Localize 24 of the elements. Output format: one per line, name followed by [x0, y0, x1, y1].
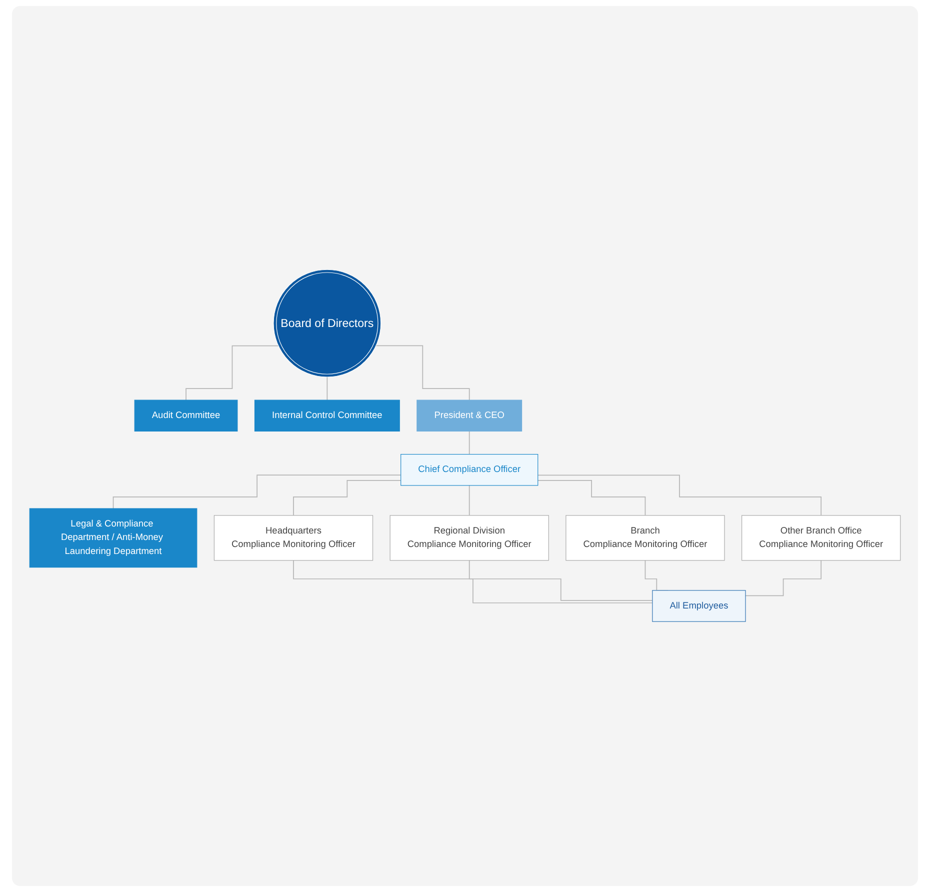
connector [376, 346, 470, 401]
connector [468, 560, 653, 602]
connector [112, 475, 402, 510]
connector [326, 376, 328, 401]
node-box [742, 516, 901, 562]
node-box [134, 400, 238, 432]
connector [468, 485, 470, 516]
node-circle [273, 270, 382, 378]
connector [186, 346, 279, 401]
node-box [29, 508, 198, 568]
node-box [400, 454, 538, 486]
org-chart: Board of Directors Audit Committee Internal Control Committee President & CEO Chief Compliance Officer Legal & Compliance Department / Anti-Money Laundering Department Headquarters Compliance Monitoring Officer Regional Division Compliance Monitoring Officer Branch Compliance Monitoring Officer Other Branch Office Compliance Monitoring Officer All Employees [25, 265, 905, 627]
node-box [416, 400, 522, 432]
node-box [254, 400, 400, 432]
node-box [652, 590, 746, 622]
connector [537, 480, 646, 516]
node-box [566, 516, 725, 562]
node-box [390, 516, 549, 562]
connector [293, 560, 653, 604]
connector [537, 475, 822, 516]
connector [745, 560, 822, 596]
node-box [214, 516, 374, 562]
connector [468, 431, 470, 456]
connector [293, 480, 402, 516]
